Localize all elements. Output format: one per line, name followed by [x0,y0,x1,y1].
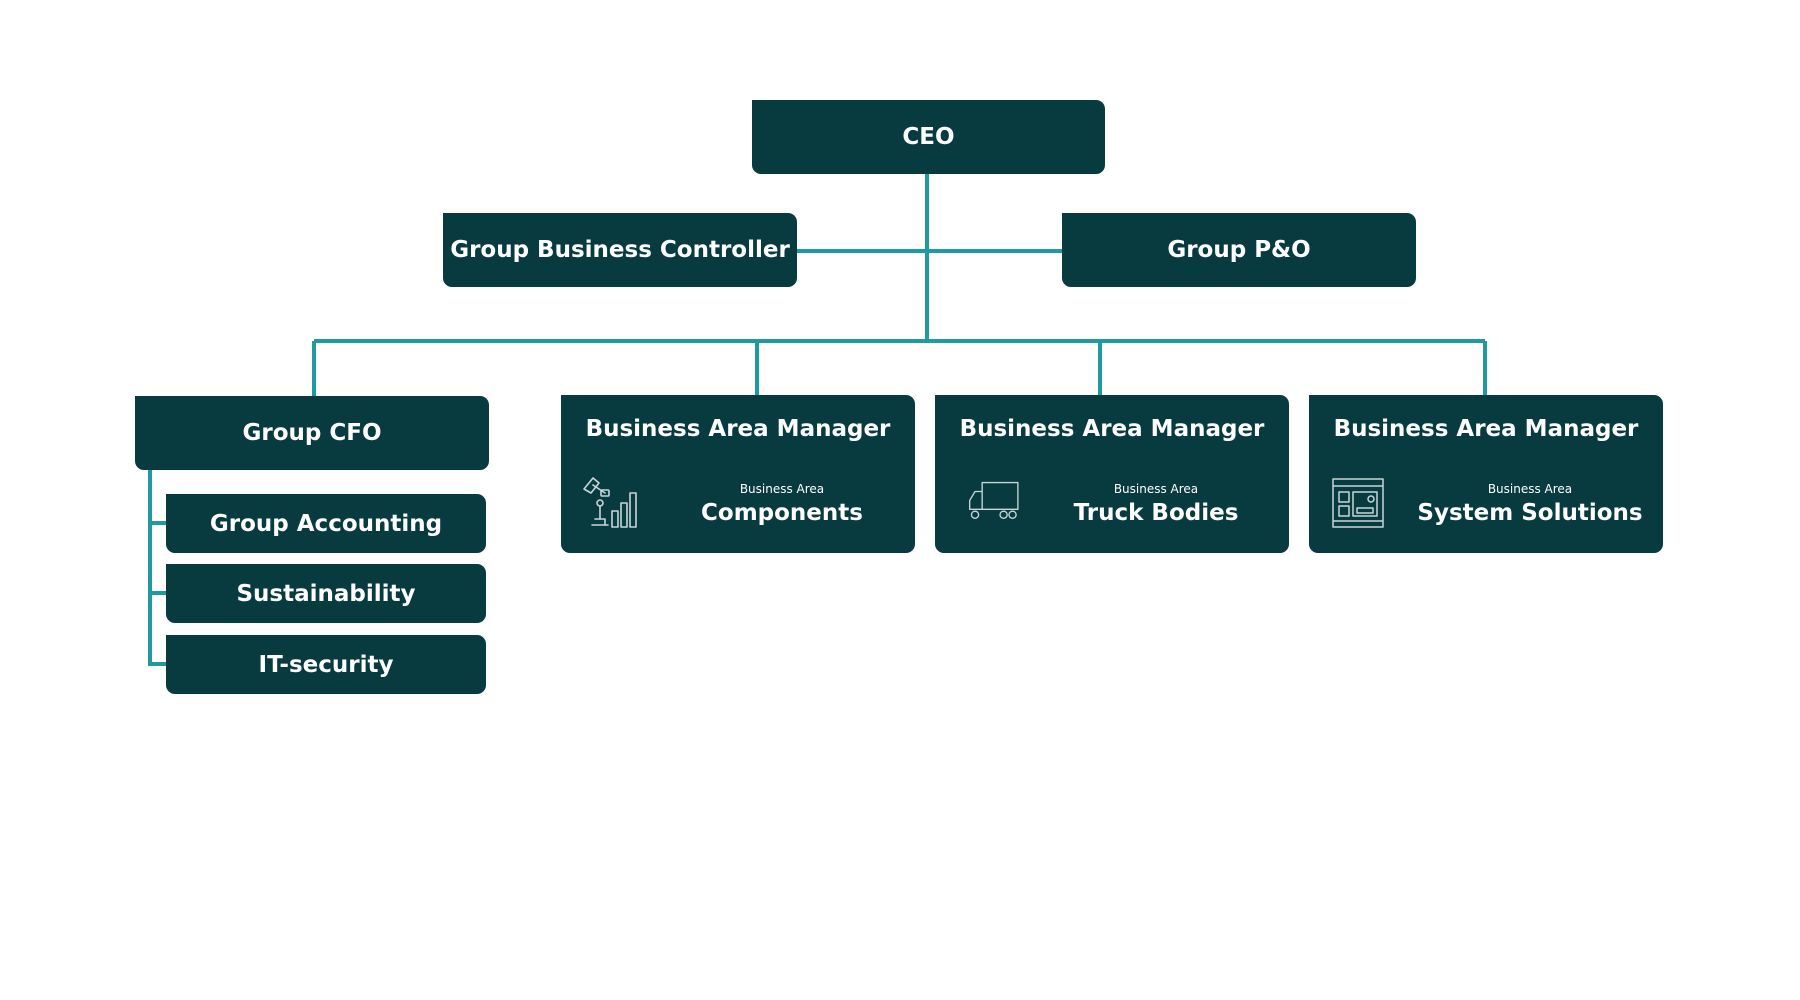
business-area-manager-label: Business Area Manager [1333,416,1639,442]
business-area-name: System Solutions [1417,500,1643,526]
business-area-system-solutions-box: Business Area Manager Business Area Syst… [1309,395,1663,553]
business-area-sub-label: Business Area [1487,482,1573,496]
business-area-truck-bodies-box: Business Area Manager Business Area Truc… [935,395,1289,553]
group-po-label: Group P&O [1167,237,1311,263]
business-area-caption: Business Area Components [661,482,903,526]
business-area-sub-label: Business Area [1113,482,1199,496]
business-area-caption: Business Area Truck Bodies [1035,482,1277,526]
group-accounting-label: Group Accounting [209,510,443,537]
sustainability-box: Sustainability [166,564,486,623]
business-area-components-box: Business Area Manager Business Area Comp… [561,395,915,553]
business-area-name: Components [701,500,863,526]
it-security-box: IT-security [166,635,486,694]
truck-icon [969,481,1019,519]
cfo-branch-line [148,468,167,666]
ceo-box: CEO [752,100,1105,174]
robot-arm-bar-chart-icon [583,477,637,528]
ceo-label: CEO [902,124,955,150]
group-business-controller-box: Group Business Controller [443,213,797,287]
it-security-label: IT-security [258,651,394,678]
group-business-controller-label: Group Business Controller [450,237,790,263]
business-area-manager-label: Business Area Manager [959,416,1265,442]
group-cfo-box: Group CFO [135,396,489,470]
group-po-box: Group P&O [1062,213,1416,287]
sustainability-label: Sustainability [236,580,416,607]
business-area-manager-label: Business Area Manager [585,416,891,442]
business-area-name: Truck Bodies [1073,500,1239,526]
business-area-caption: Business Area System Solutions [1409,482,1651,526]
group-cfo-label: Group CFO [242,420,382,446]
control-panel-icon [1332,478,1384,528]
group-accounting-box: Group Accounting [166,494,486,553]
business-area-sub-label: Business Area [739,482,825,496]
